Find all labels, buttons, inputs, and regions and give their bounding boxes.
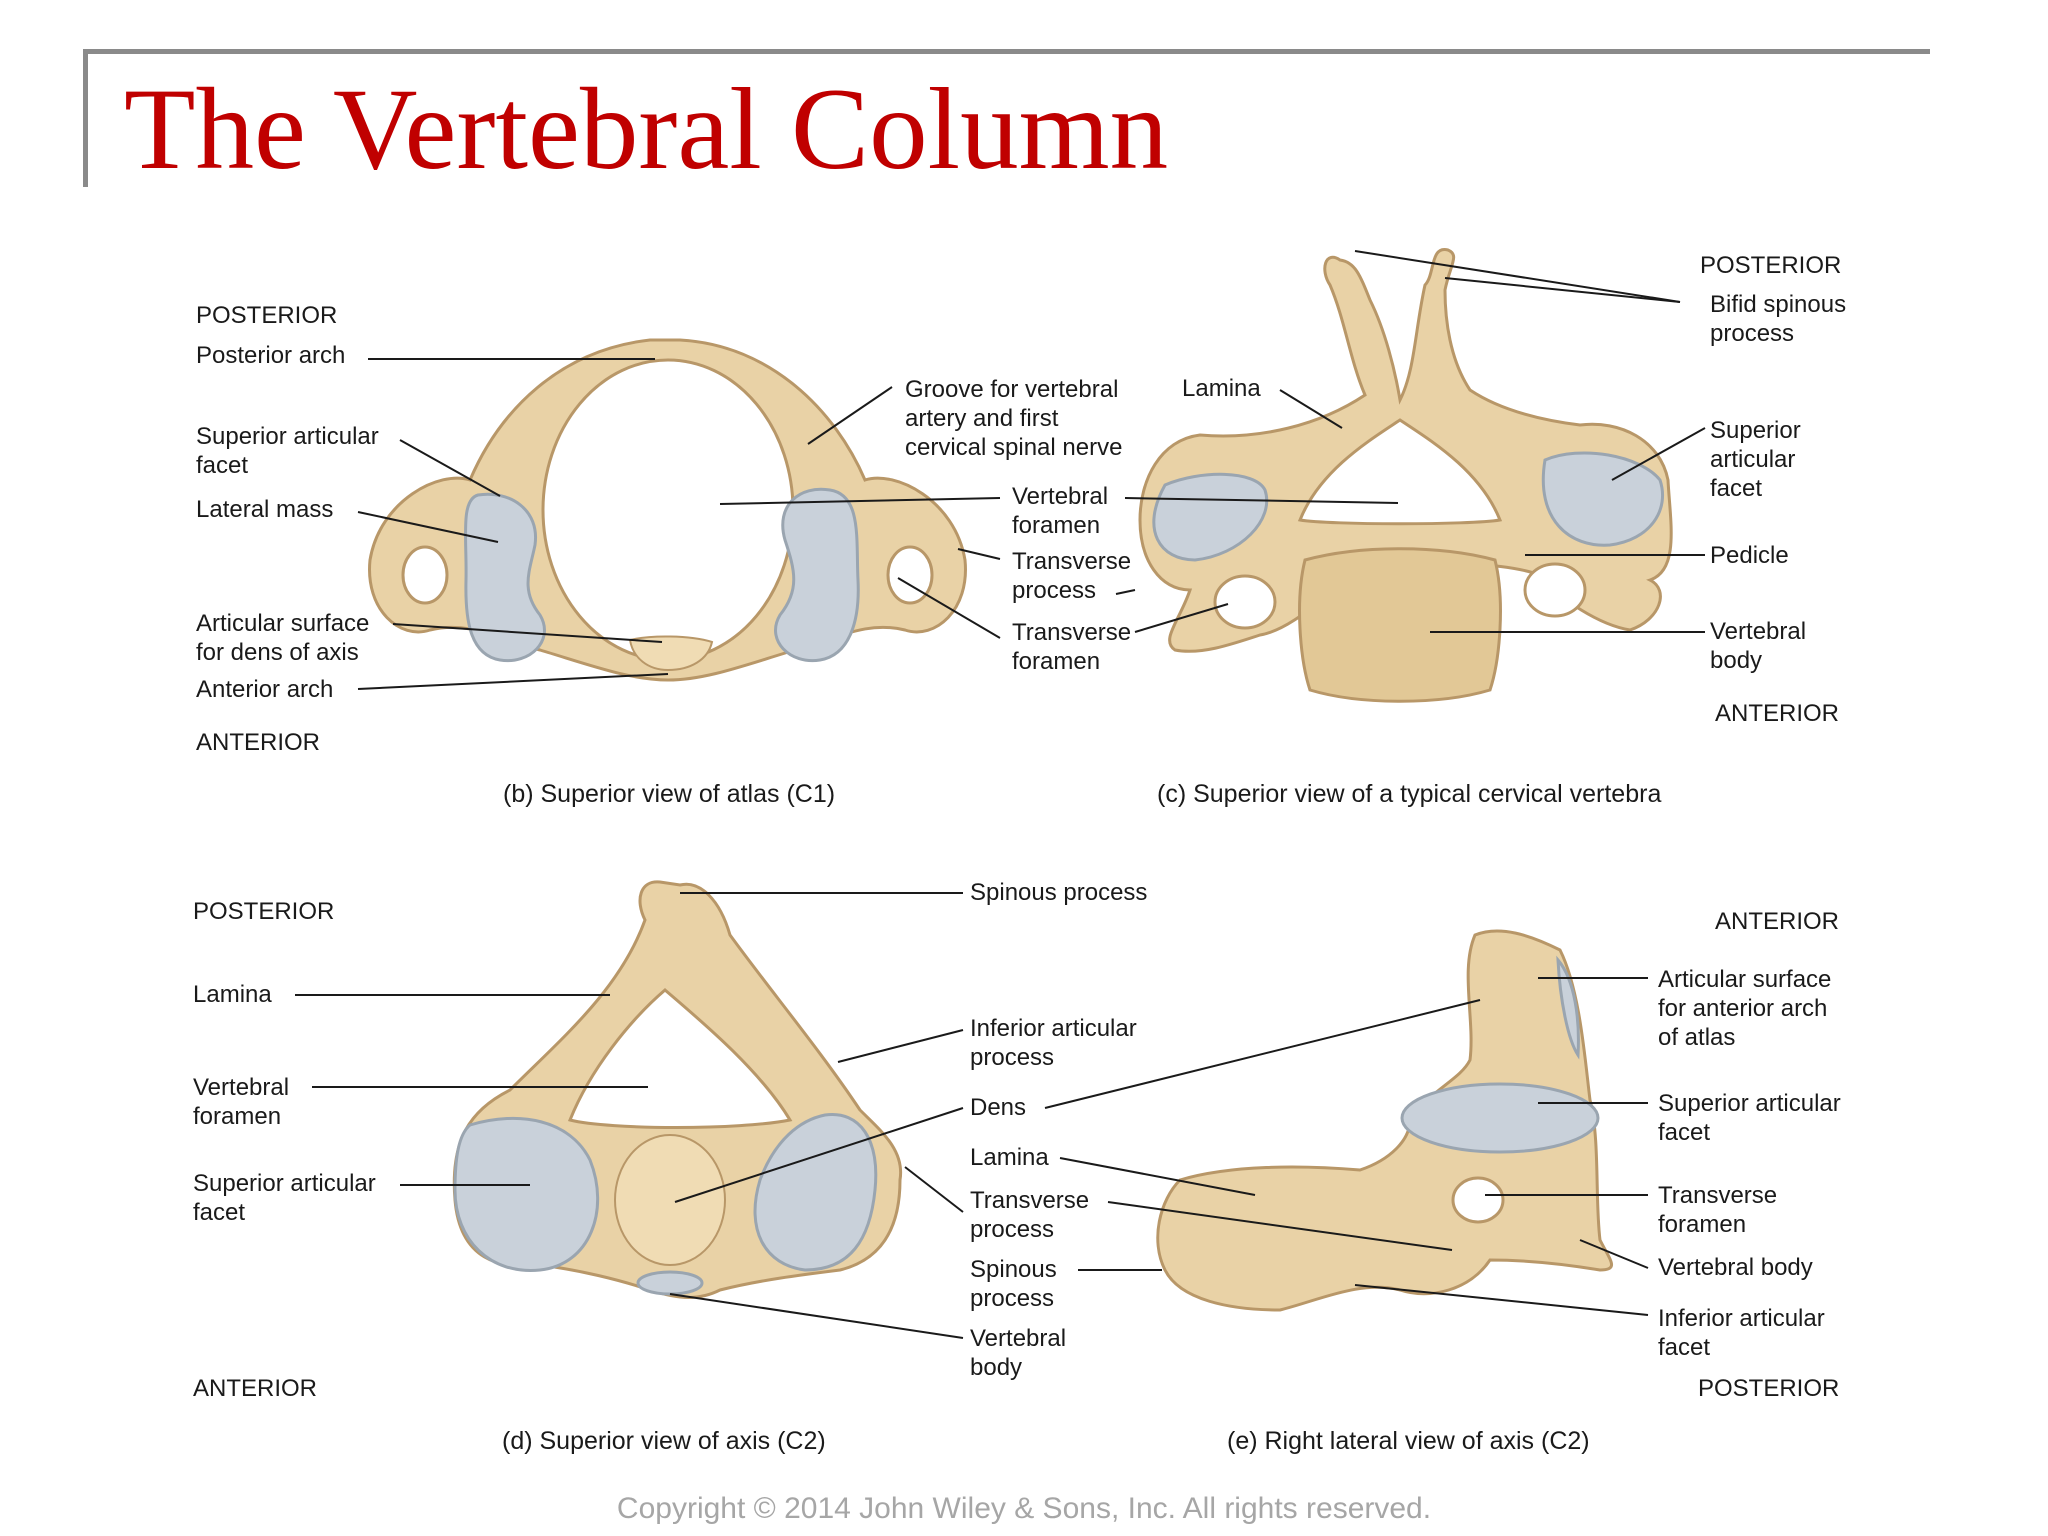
atlas-anterior-tubercle xyxy=(628,635,714,672)
axis-left-facet xyxy=(453,1116,600,1272)
atlas-right-transverse-foramen xyxy=(886,545,934,605)
atlas-c1-drawing xyxy=(368,338,967,682)
caption-panel-e: (e) Right lateral view of axis (C2) xyxy=(1227,1427,1590,1455)
label-axis-vertebral-foramen: Vertebral foramen xyxy=(193,1074,290,1130)
cervical-right-transverse-foramen xyxy=(1523,562,1587,618)
axis-body-inferior xyxy=(636,1270,704,1296)
atlas-left-facet xyxy=(463,492,546,663)
axis-lateral-anterior-orientation: ANTERIOR xyxy=(1715,908,1840,935)
label-axis-transverse-process: Transverse process xyxy=(970,1187,1090,1243)
title-frame-top-rule xyxy=(83,49,1930,54)
label-cervical-vertebral-body: Vertebral body xyxy=(1710,618,1807,674)
label-lateral-mass: Lateral mass xyxy=(196,496,334,523)
label-spinous-process: Spinous process xyxy=(970,879,1148,906)
label-transverse-foramen: Transverse foramen xyxy=(1012,619,1132,675)
atlas-vertebral-foramen xyxy=(541,358,795,662)
axis-anterior-orientation: ANTERIOR xyxy=(193,1375,318,1402)
leader-lines xyxy=(295,250,1706,1339)
label-axis-superior-articular-facet: Superior articular facet xyxy=(193,1170,376,1226)
axis-lateral-transverse-foramen xyxy=(1451,1176,1505,1224)
label-atlas-superior-articular-facet: Superior articular facet xyxy=(196,423,379,479)
label-posterior-arch: Posterior arch xyxy=(196,342,346,369)
axis-lateral-anterior-arch-surface xyxy=(1556,955,1580,1060)
atlas-posterior-orientation: POSTERIOR xyxy=(196,302,338,329)
label-anterior-arch: Anterior arch xyxy=(196,676,334,703)
label-axis-spinous-process-2: Spinous process xyxy=(970,1256,1057,1312)
cervical-left-transverse-foramen xyxy=(1213,574,1277,630)
atlas-left-transverse-foramen xyxy=(401,545,449,605)
cervical-vertebra-drawing xyxy=(1138,248,1673,703)
cervical-vertebral-foramen xyxy=(1297,418,1503,526)
label-dens: Dens xyxy=(970,1094,1027,1121)
label-axis-lateral-superior-articular-facet: Superior articular facet xyxy=(1658,1090,1841,1146)
figure-panel xyxy=(120,195,1940,1513)
label-axis-lamina-2: Lamina xyxy=(970,1144,1049,1171)
axis-right-facet xyxy=(753,1112,878,1272)
label-axis-lamina: Lamina xyxy=(193,981,272,1008)
label-articular-surface-dens: Articular surface for dens of axis xyxy=(196,610,370,666)
axis-superior-drawing xyxy=(452,880,903,1299)
axis-posterior-orientation: POSTERIOR xyxy=(193,898,335,925)
label-inferior-articular-process: Inferior articular process xyxy=(970,1015,1137,1071)
label-axis-lateral-vertebral-body: Vertebral body xyxy=(1658,1254,1813,1281)
caption-panel-b: (b) Superior view of atlas (C1) xyxy=(503,780,836,808)
label-transverse-process: Transverse process xyxy=(1012,548,1132,604)
axis-lateral-posterior-orientation: POSTERIOR xyxy=(1698,1375,1840,1402)
label-groove-vertebral-artery: Groove for vertebral artery and first ce… xyxy=(905,376,1123,461)
label-inferior-articular-facet: Inferior articular facet xyxy=(1658,1305,1825,1361)
atlas-right-facet xyxy=(774,487,860,663)
axis-lateral-superior-facet xyxy=(1400,1082,1600,1154)
axis-dens xyxy=(614,1134,726,1266)
axis-vertebral-foramen xyxy=(567,988,793,1129)
caption-panel-c: (c) Superior view of a typical cervical … xyxy=(1157,780,1662,808)
copyright-notice: Copyright © 2014 John Wiley & Sons, Inc.… xyxy=(616,1492,1432,1525)
cervical-anterior-orientation: ANTERIOR xyxy=(1715,700,1840,727)
label-atlas-vertebral-foramen: Vertebral foramen xyxy=(1012,483,1109,539)
caption-panel-d: (d) Superior view of axis (C2) xyxy=(502,1427,826,1455)
cervical-posterior-orientation: POSTERIOR xyxy=(1700,252,1842,279)
axis-lateral-drawing xyxy=(1156,929,1613,1312)
label-pedicle: Pedicle xyxy=(1710,542,1789,569)
cervical-left-facet xyxy=(1152,472,1269,562)
cervical-right-facet xyxy=(1541,451,1665,547)
title-frame-left-rule xyxy=(83,49,88,187)
cervical-vertebral-body xyxy=(1298,547,1502,703)
atlas-anterior-orientation: ANTERIOR xyxy=(196,729,321,756)
label-cervical-superior-articular-facet: Superior articular facet xyxy=(1710,417,1801,502)
label-cervical-lamina: Lamina xyxy=(1182,375,1261,402)
label-bifid-spinous-process: Bifid spinous process xyxy=(1710,291,1847,347)
label-articular-surface-anterior-arch: Articular surface for anterior arch of a… xyxy=(1658,966,1832,1051)
label-axis-vertebral-body: Vertebral body xyxy=(970,1325,1067,1381)
slide-title: The Vertebral Column xyxy=(124,65,1169,194)
label-axis-lateral-transverse-foramen: Transverse foramen xyxy=(1658,1182,1778,1238)
